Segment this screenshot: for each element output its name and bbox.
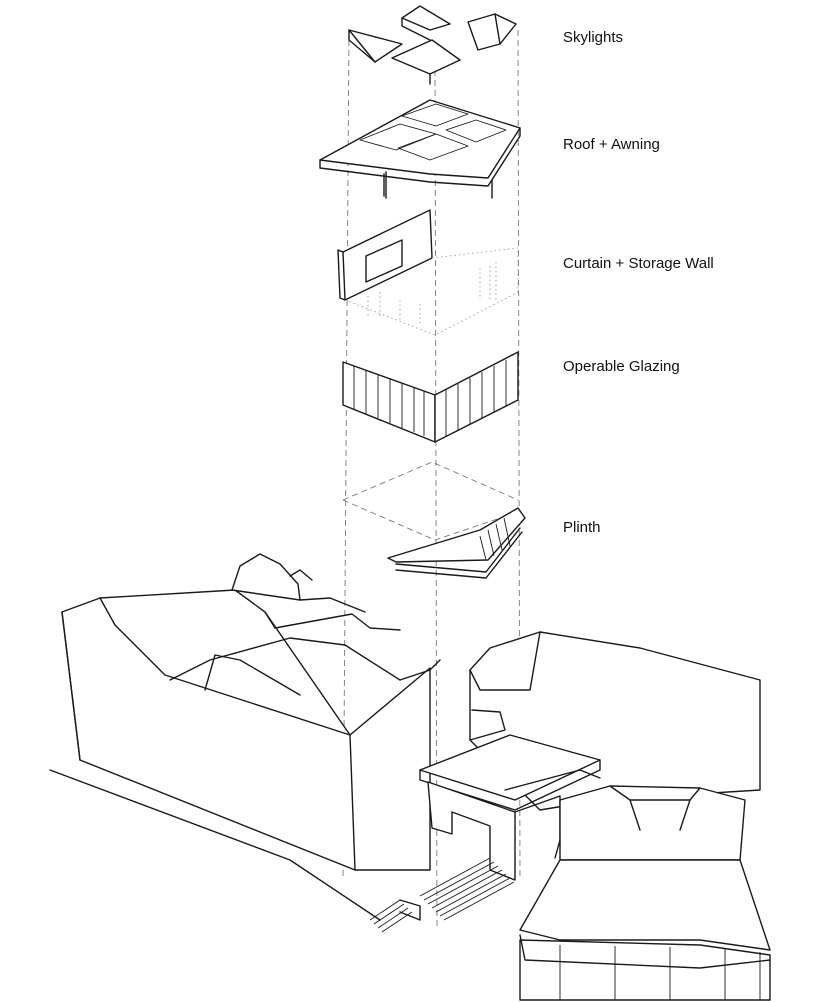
context-buildings — [49, 553, 771, 1001]
label-skylights: Skylights — [563, 29, 624, 46]
skylights-layer — [348, 5, 517, 85]
operable-glazing-layer — [342, 351, 519, 443]
label-operable-glazing: Operable Glazing — [563, 358, 680, 375]
label-curtain-storage-wall: Curtain + Storage Wall — [563, 255, 714, 272]
curtain-storage-layer — [337, 209, 519, 336]
plinth-layer — [342, 461, 526, 579]
roof-awning-layer — [319, 99, 521, 199]
label-roof-awning: Roof + Awning — [563, 136, 660, 153]
label-plinth: Plinth — [563, 519, 601, 536]
